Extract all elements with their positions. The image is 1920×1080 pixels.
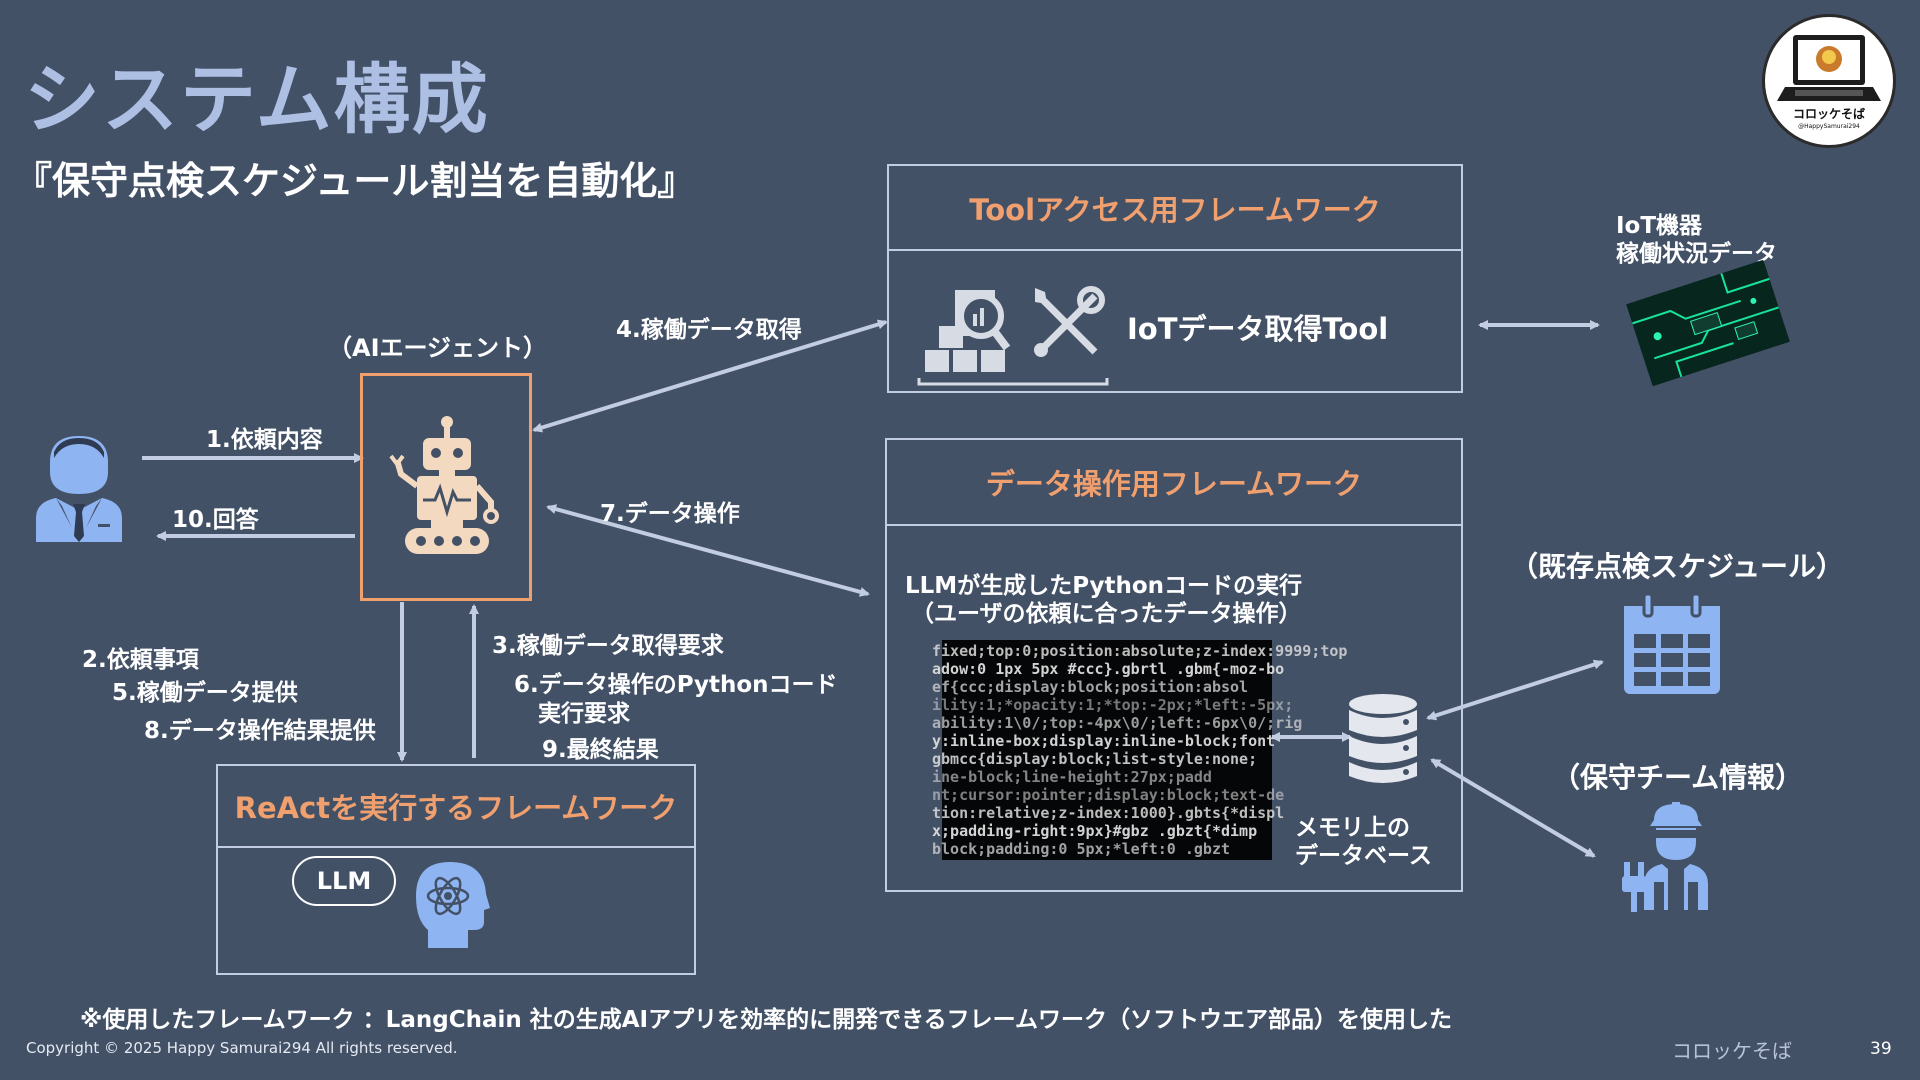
up-label-3: 実行要求: [538, 701, 630, 727]
fetch-label: 4.稼働データ取得: [616, 317, 802, 343]
code-line: ility:1;*opacity:1;*top:-2px;*left:-5px;: [932, 696, 1294, 714]
fetch-arrow: [532, 319, 888, 433]
code-line: ability:1\0/;top:-4px\0/;left:-6px\0/;ri…: [932, 714, 1303, 732]
logo-handle: @HappySamurai294: [1798, 123, 1860, 130]
llm-pill: LLM: [292, 856, 396, 906]
slide-title: システム構成: [24, 55, 490, 144]
brand-logo: コロッケそば @HappySamurai294: [1762, 14, 1896, 148]
data-analysis-icon: [917, 290, 1109, 386]
data-framework-desc-2: （ユーザの依頼に合ったデータ操作）: [911, 601, 1302, 627]
request-label: 1.依頼内容: [206, 427, 323, 453]
react-framework-title: ReActを実行するフレームワーク: [218, 766, 694, 848]
calendar-icon: [1624, 592, 1720, 694]
agent-box[interactable]: [360, 373, 532, 601]
code-line: x;padding-right:9px}#gbz .gbzt{*dimp: [932, 822, 1258, 840]
down-label-2: 5.稼働データ提供: [112, 680, 298, 706]
ai-head-icon: [416, 862, 490, 948]
code-line: gbmcc{display:block;list-style:none;: [932, 750, 1258, 768]
code-line: block;padding:0 5px;*left:0 .gbzt: [932, 840, 1231, 858]
answer-label: 10.回答: [172, 507, 259, 533]
db-label-line2: データベース: [1295, 843, 1432, 869]
database-icon: [1349, 694, 1417, 783]
robot-icon: [389, 416, 499, 554]
code-line: ine-block;line-height:27px;padd: [932, 768, 1212, 786]
schedule-label: （既存点検スケジュール）: [1510, 550, 1845, 583]
slide-subtitle: 『保守点検スケジュール割当を自動化』: [14, 159, 696, 203]
react-framework-box: ReActを実行するフレームワーク: [216, 764, 696, 975]
framework-footnote: ※使用したフレームワーク ：LangChain 社の生成AIアプリを効率的に開発…: [80, 1007, 1452, 1033]
code-line: y:inline-box;display:inline-block;font: [932, 732, 1276, 750]
code-screenshot: fixed;top:0;position:absolute;z-index:99…: [932, 640, 1347, 860]
operate-label: 7.データ操作: [600, 501, 740, 527]
brand-footer: コロッケそば: [1672, 1039, 1792, 1063]
logo-name: コロッケそば: [1792, 107, 1865, 121]
copyright: Copyright © 2025 Happy Samurai294 All ri…: [26, 1039, 458, 1057]
agent-label: （AIエージェント）: [328, 334, 548, 362]
code-line: ef{ccc;display:block;position:absol: [932, 678, 1249, 696]
db-label-line1: メモリ上の: [1295, 815, 1410, 841]
db-team-arrow: [1430, 758, 1596, 858]
worker-icon: [1622, 802, 1708, 912]
up-label-2: 6.データ操作のPythonコード: [514, 672, 838, 698]
laptop-noodle-icon: [1777, 35, 1881, 101]
code-line: adow:0 1px 5px #ccc}.gbrtl .gbm{-moz-bo: [932, 660, 1285, 678]
tools-icon: [1034, 286, 1105, 357]
data-framework-title: データ操作用フレームワーク: [887, 440, 1461, 526]
code-line: nt;cursor:pointer;display:block;text-de: [932, 786, 1285, 804]
down-label-3: 8.データ操作結果提供: [144, 718, 376, 744]
db-schedule-arrow: [1426, 659, 1604, 721]
iot-label-line1: IoT機器: [1616, 213, 1703, 239]
down-label-1: 2.依頼事項: [82, 647, 199, 673]
circuit-board-photo: [1626, 259, 1790, 387]
up-label-1: 3.稼働データ取得要求: [492, 633, 724, 659]
business-person-icon: [36, 436, 122, 542]
up-label-4: 9.最終結果: [542, 737, 659, 763]
code-line: fixed;top:0;position:absolute;z-index:99…: [932, 642, 1348, 660]
tool-framework-title: Toolアクセス用フレームワーク: [889, 166, 1461, 251]
team-label: （保守チーム情報）: [1552, 761, 1804, 794]
data-framework-box: データ操作用フレームワーク LLMが生成したPythonコードの実行 （ユーザの…: [885, 438, 1463, 892]
operate-arrow: [546, 504, 870, 597]
page-number: 39: [1870, 1039, 1892, 1059]
code-line: tion:relative;z-index:1000}.gbts{*displ: [932, 804, 1285, 822]
tool-framework-box: Toolアクセス用フレームワーク IoTデータ取得Tool: [887, 164, 1463, 393]
iot-label-line2: 稼働状況データ: [1616, 241, 1777, 267]
data-framework-desc-1: LLMが生成したPythonコードの実行: [905, 573, 1303, 599]
iot-tool-label: IoTデータ取得Tool: [1127, 312, 1389, 346]
